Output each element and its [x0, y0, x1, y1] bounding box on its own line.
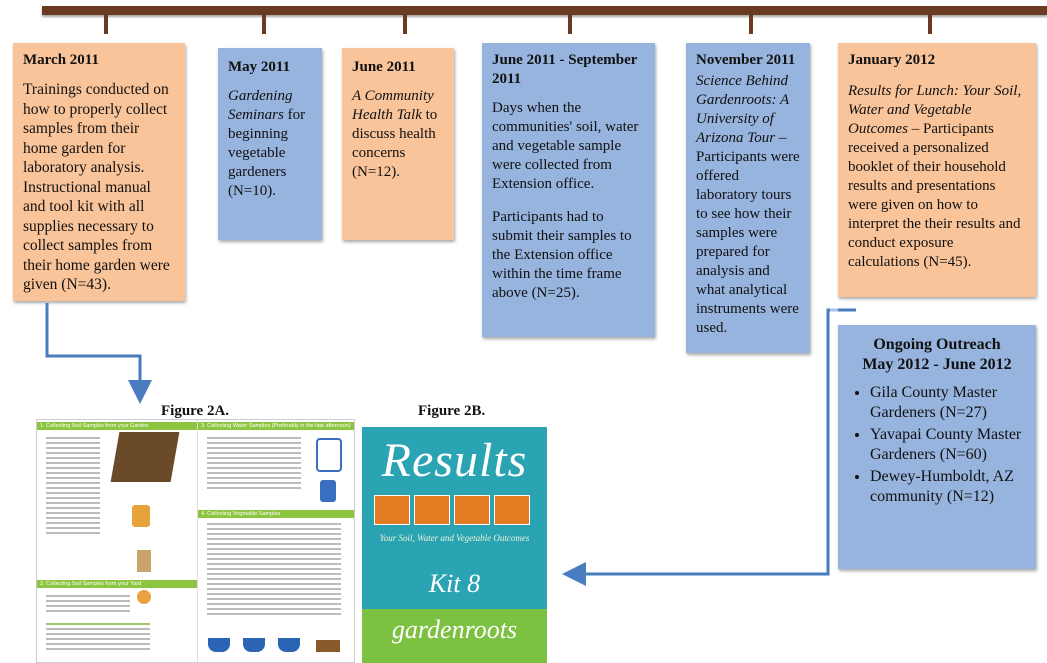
sheet-section-header: 4. Collecting Vegetable Samples [198, 510, 354, 518]
event-date: March 2011 [23, 52, 99, 68]
event-may-2011: May 2011 Gardening Seminars for beginnin… [218, 48, 322, 240]
arrow-to-figure-2b [562, 308, 856, 586]
event-description: – Participants received a personalized b… [848, 121, 1021, 270]
ongoing-outreach-box: Ongoing Outreach May 2012 - June 2012 Gi… [838, 325, 1036, 569]
event-title: Results for Lunch: Your Soil, Water and … [848, 83, 1022, 137]
event-title: Gardening Seminars [228, 88, 293, 123]
event-description: for beginning vegetable gardeners (N=10)… [228, 107, 306, 199]
event-june-2011: June 2011 A Community Health Talk to dis… [342, 48, 454, 240]
event-date: June 2011 [352, 59, 416, 75]
outreach-list: Gila County Master Gardeners (N=27) Yava… [848, 383, 1026, 507]
figure-2a-label: Figure 2A. [161, 403, 230, 419]
event-june-sept-2011: June 2011 - September 2011 Days when the… [482, 43, 655, 337]
wash-basin-icon [243, 638, 265, 652]
outreach-title: Ongoing Outreach [873, 336, 1001, 353]
cover-brand-logo: gardenroots [391, 615, 518, 644]
timeline-tick [403, 14, 407, 34]
spray-bottle-icon [320, 480, 336, 502]
watering-can-icon [494, 495, 530, 525]
arrow-to-figure-2a [45, 303, 152, 404]
timeline-tick [928, 14, 932, 34]
cover-title: Results [381, 434, 528, 487]
event-description: – Participants were offered laboratory t… [696, 130, 800, 336]
event-november-2011: November 2011 Science Behind Gardenroots… [686, 43, 810, 353]
event-description: to discuss health concerns (N=12). [352, 107, 438, 180]
event-description: Days when the communities' soil, water a… [492, 100, 639, 192]
outreach-item: Yavapai County Master Gardeners (N=60) [870, 425, 1026, 465]
timeline-tick [262, 14, 266, 34]
bucket-icon [132, 505, 150, 527]
garden-plot-image [110, 432, 180, 482]
soil-icon [374, 495, 410, 525]
outreach-dates: May 2012 - June 2012 [862, 356, 1012, 373]
cover-icon-row [374, 495, 534, 525]
shovel-icon [137, 590, 151, 604]
figure-2a-instruction-sheet: 1. Collecting Soil Samples from your Gar… [36, 419, 355, 663]
sheet-right-column: 3. Collecting Water Samples (Preferably … [198, 420, 354, 662]
event-date: January 2012 [848, 52, 936, 68]
cover-green-band [362, 609, 547, 663]
wash-basin-icon [278, 638, 300, 652]
figure-2b-results-cover: Results Your Soil, Water and Vegetable O… [362, 427, 547, 663]
sheet-section-header: 3. Collecting Water Samples (Preferably … [198, 422, 354, 430]
timeline-tick [568, 14, 572, 34]
paper-bag-icon [137, 550, 151, 572]
outreach-item: Gila County Master Gardeners (N=27) [870, 383, 1026, 423]
sheet-left-column: 1. Collecting Soil Samples from your Gar… [37, 420, 198, 662]
event-description-2: Participants had to submit their samples… [492, 209, 632, 301]
timeline-tick [749, 14, 753, 34]
event-title: Science Behind Gardenroots: A University… [696, 73, 789, 146]
cover-subtitle: Your Soil, Water and Vegetable Outcomes [379, 533, 530, 543]
event-title: A Community Health Talk [352, 88, 434, 123]
water-bottle-icon [316, 438, 342, 472]
timeline-tick [104, 14, 108, 34]
event-date: November 2011 [696, 52, 796, 68]
shovel-icon [454, 495, 490, 525]
sheet-section-header: 2. Collecting Soil Samples from your Yar… [37, 580, 197, 588]
event-date: May 2011 [228, 59, 291, 75]
vegetable-icon [414, 495, 450, 525]
figure-2b-label: Figure 2B. [418, 403, 486, 419]
timeline-bar [42, 6, 1047, 15]
event-date: June 2011 - September 2011 [492, 52, 638, 87]
outreach-item: Dewey-Humboldt, AZ community (N=12) [870, 467, 1026, 507]
cover-kit-number: Kit 8 [428, 569, 481, 598]
sheet-section-header: 1. Collecting Soil Samples from your Gar… [37, 422, 197, 430]
wash-basin-icon [208, 638, 230, 652]
event-january-2012: January 2012 Results for Lunch: Your Soi… [838, 43, 1036, 297]
event-march-2011: March 2011 Trainings conducted on how to… [13, 43, 185, 301]
vegetables-icon [316, 640, 340, 652]
event-description: Trainings conducted on how to properly c… [23, 81, 170, 293]
